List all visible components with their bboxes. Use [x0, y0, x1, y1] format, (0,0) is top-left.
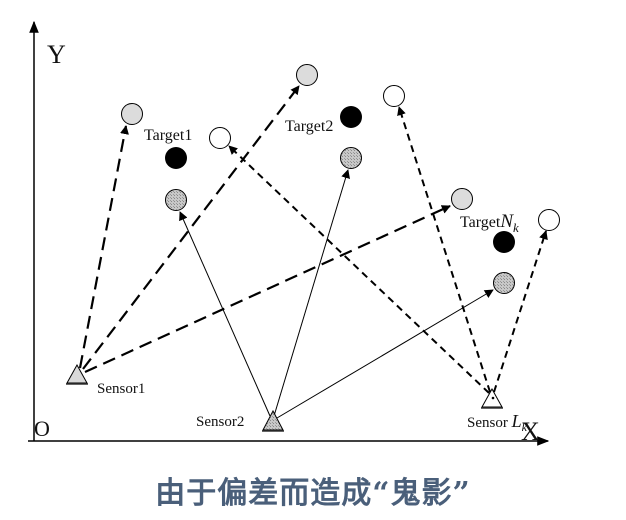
sensor-2: Sensor2 [196, 409, 284, 432]
targetNk-label: TargetNk [460, 211, 519, 235]
sensor1-label: Sensor1 [97, 381, 145, 397]
sensor2-line-targetNk [276, 289, 494, 419]
sensor2-line-target1 [179, 211, 271, 417]
sensorLk-label-prefix: Sensor [467, 415, 512, 431]
sensor1-measurement-point [296, 64, 318, 86]
sensor2-label: Sensor2 [196, 414, 244, 430]
sensor1-line-target1 [78, 125, 129, 369]
target-group-1: Target1 [121, 103, 231, 211]
sensorLk-label-symbol: L [511, 411, 522, 431]
figure-caption: 由于偏差而造成“鬼影” [155, 476, 471, 511]
targetNk-label-subscript: k [513, 220, 519, 235]
sensor1-triangle-icon [66, 363, 88, 384]
sensorLk-measurement-point [209, 127, 231, 149]
sensor1-measurement-point [451, 188, 473, 210]
sensorLk-line-target1 [228, 145, 490, 394]
origin-label: O [34, 416, 50, 441]
sensor2-triangle-icon [262, 409, 284, 431]
targetNk-label-prefix: Target [460, 214, 501, 231]
true-target-point [493, 231, 515, 253]
target-group-2: Target2 [285, 64, 405, 169]
sensor-Lk: Sensor Lk [467, 387, 528, 434]
x-axis-label: X [521, 417, 540, 446]
target2-label: Target2 [285, 118, 333, 135]
sensor-1: Sensor1 [66, 363, 145, 397]
sensorLk-label: Sensor Lk [467, 411, 528, 434]
sensorLk-line-targetNk [493, 230, 548, 393]
sensorLk-label-subscript: k [522, 420, 528, 434]
sensorLk-measurement-lines [228, 106, 548, 394]
targetNk-label-symbol: N [499, 211, 514, 232]
sensor1-measurement-lines [78, 85, 451, 374]
sensor2-measurement-lines [179, 169, 494, 419]
sensorLk-measurement-point [383, 85, 405, 107]
target-group-Nk: TargetNk [451, 188, 560, 294]
sensor2-measurement-point [165, 189, 187, 211]
true-target-point [340, 106, 362, 128]
sensor1-measurement-point [121, 103, 143, 125]
target1-label: Target1 [144, 127, 192, 144]
y-axis-label: Y [47, 40, 66, 69]
sensor2-measurement-point [340, 147, 362, 169]
sensor2-measurement-point [493, 272, 515, 294]
true-target-point [165, 147, 187, 169]
sensor1-line-targetNk [84, 204, 451, 374]
sensorLk-measurement-point [538, 209, 560, 231]
sensorLk-line-target2 [397, 106, 491, 393]
sensor2-line-target2 [273, 169, 350, 417]
